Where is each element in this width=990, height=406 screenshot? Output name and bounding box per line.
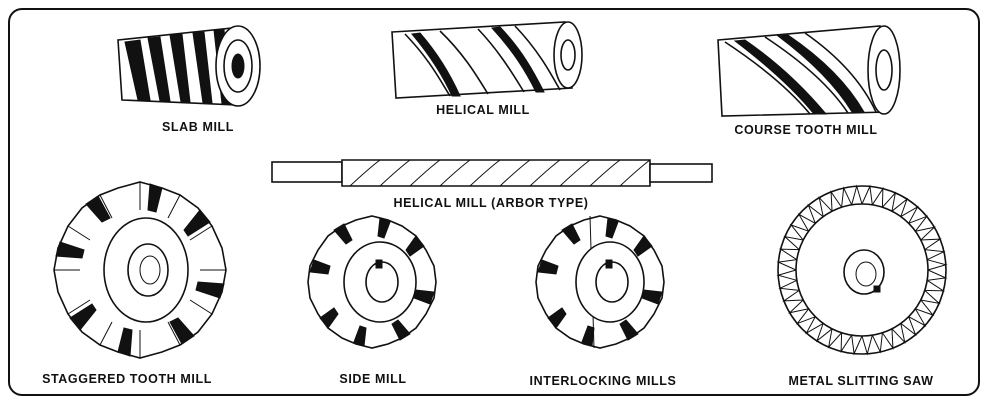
figure-border (8, 8, 980, 396)
helical-mill-arbor-type-drawing (271, 159, 713, 187)
saw-tooth (871, 332, 883, 354)
saw-tooth (841, 186, 853, 208)
saw-tooth (782, 289, 804, 302)
saw-tooth (776, 259, 797, 271)
saw-tooth (861, 335, 873, 356)
metal-slitting-saw-drawing (776, 184, 948, 356)
saw-tooth (920, 290, 941, 305)
saw-tooth (924, 279, 946, 292)
saw-tooth (851, 335, 863, 356)
course-tooth-mill-drawing (717, 25, 901, 117)
saw-tooth (891, 323, 906, 344)
saw-tooth (920, 238, 942, 251)
saw-tooth (882, 191, 897, 212)
saw-tooth (805, 316, 824, 335)
saw-tooth (927, 259, 948, 271)
saw-tooth (776, 269, 797, 281)
saw-tooth (778, 279, 800, 291)
saw-tooth (788, 299, 809, 314)
saw-tooth (815, 323, 833, 343)
saw-tooth (927, 269, 948, 281)
saw-tooth (900, 205, 919, 224)
saw-tooth (851, 184, 863, 205)
label-staggered-tooth-mill: STAGGERED TOOTH MILL (42, 372, 212, 386)
label-interlocking-mills: INTERLOCKING MILLS (529, 374, 677, 388)
label-slab-mill: SLAB MILL (161, 120, 235, 134)
saw-tooth (830, 190, 843, 212)
saw-tooth (915, 226, 936, 241)
side-mill-drawing (307, 215, 437, 349)
interlocking-mills-drawing (535, 215, 665, 349)
saw-tooth (795, 308, 816, 325)
helical-mill-drawing (391, 21, 583, 99)
label-helical-mill-arbor-type: HELICAL MILL (ARBOR TYPE) (393, 196, 589, 210)
label-side-mill: SIDE MILL (339, 372, 407, 386)
saw-tooth (908, 215, 929, 232)
saw-tooth (924, 249, 946, 261)
label-metal-slitting-saw: METAL SLITTING SAW (788, 374, 934, 388)
saw-tooth (840, 332, 853, 354)
saw-tooth (778, 248, 800, 261)
saw-tooth (818, 196, 833, 217)
saw-tooth (797, 213, 816, 232)
saw-tooth (783, 235, 804, 250)
saw-tooth (861, 184, 873, 205)
saw-tooth (807, 203, 824, 224)
saw-tooth (827, 328, 842, 349)
label-helical-mill: HELICAL MILL (436, 103, 530, 117)
saw-tooth (871, 186, 884, 208)
staggered-tooth-mill-drawing (53, 181, 227, 359)
slab-mill-drawing (117, 25, 261, 107)
saw-tooth (908, 308, 927, 327)
saw-tooth (881, 328, 894, 350)
saw-tooth (900, 316, 917, 337)
saw-tooth (891, 197, 909, 217)
label-course-tooth-mill: COURSE TOOTH MILL (734, 123, 878, 137)
saw-tooth (789, 223, 809, 241)
saw-tooth (915, 299, 935, 317)
